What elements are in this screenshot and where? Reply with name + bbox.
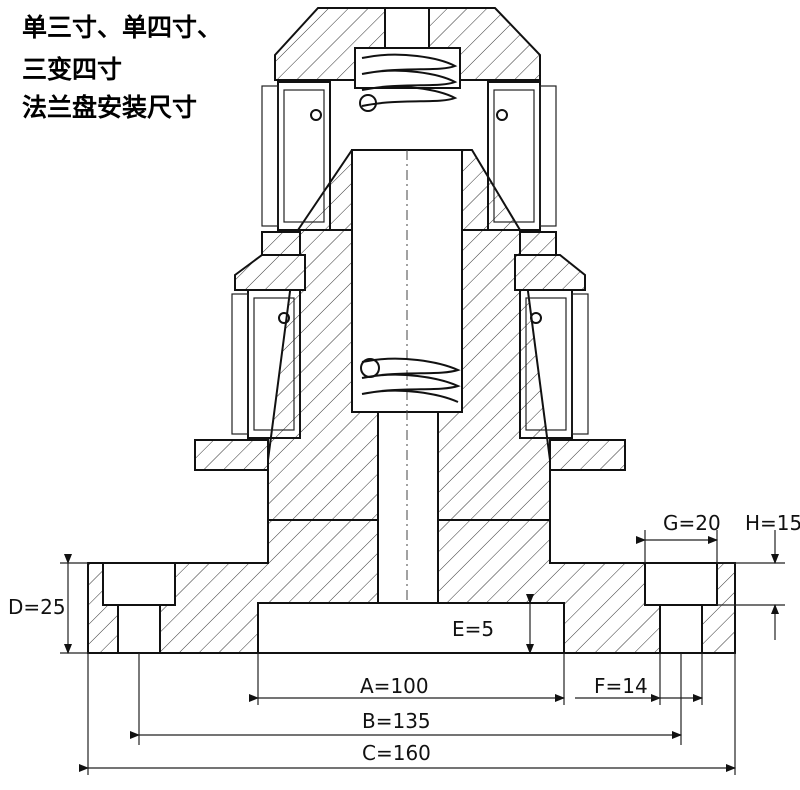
- dim-label-f: F=14: [594, 674, 648, 698]
- side-flanges: [194, 439, 626, 471]
- dim-label-g: G=20: [663, 511, 721, 535]
- dim-label-e: E=5: [452, 617, 494, 641]
- dimension-lines: [60, 530, 785, 775]
- dim-label-d: D=25: [8, 595, 66, 619]
- dim-label-b: B=135: [362, 709, 431, 733]
- dim-label-a: A=100: [360, 674, 429, 698]
- title-line-3: 法兰盘安装尺寸: [22, 93, 198, 122]
- lower-spring: [360, 357, 461, 403]
- dim-label-c: C=160: [362, 741, 431, 765]
- title-line-2: 三变四寸: [22, 55, 123, 84]
- dim-label-h: H=15: [745, 511, 800, 535]
- top-cap: [274, 7, 541, 89]
- lower-jaws: [231, 289, 589, 439]
- middle-shoulder: [234, 254, 586, 291]
- title-line-1: 单三寸、单四寸、: [22, 13, 223, 42]
- upper-spring: [359, 53, 458, 112]
